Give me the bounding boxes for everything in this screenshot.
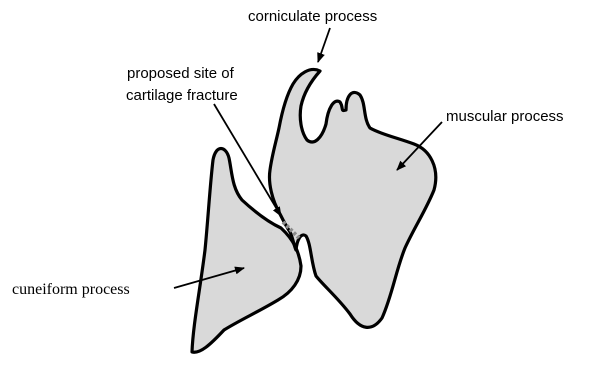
muscular-label: muscular process <box>446 108 564 125</box>
arytenoid-cartilage-shape <box>269 69 435 327</box>
cuneiform-label: cuneiform process <box>12 281 130 298</box>
fracture-label-line2: cartilage fracture <box>126 87 238 104</box>
corniculate-arrow <box>318 28 330 62</box>
corniculate-label: corniculate process <box>248 8 377 25</box>
fracture-label-line1: proposed site of <box>127 65 235 82</box>
